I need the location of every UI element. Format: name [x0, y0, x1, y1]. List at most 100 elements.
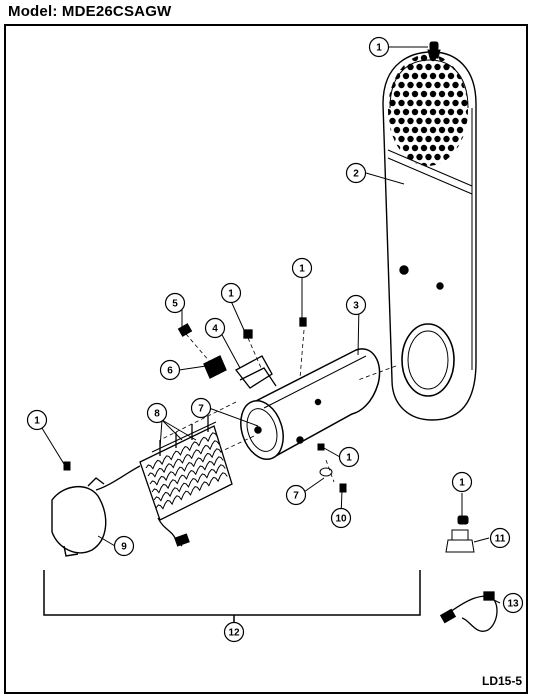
callout-circle: [451, 471, 473, 493]
grille-hole: [420, 90, 428, 98]
grille-hole: [411, 144, 419, 152]
grille-hole: [416, 99, 423, 107]
model-label: Model:: [8, 3, 58, 20]
callout-circle: [220, 282, 242, 304]
grille-hole: [434, 63, 441, 71]
grille-hole: [443, 63, 450, 71]
callout-number: 1: [376, 43, 382, 54]
callout-number: 8: [154, 409, 160, 420]
thermostat-bracket: [177, 317, 307, 389]
grille-hole: [443, 135, 450, 143]
grille-hole: [411, 126, 419, 134]
callout-6: 6: [159, 359, 181, 381]
grille-hole: [447, 144, 455, 152]
wire-harness: [439, 591, 498, 632]
grille-hole: [416, 153, 423, 161]
callout-1: 1: [338, 446, 360, 468]
heater-duct: [382, 51, 477, 421]
grille-hole: [393, 90, 401, 98]
callout-circle: [489, 527, 511, 549]
grille-hole: [461, 117, 468, 125]
callout-number: 12: [228, 628, 240, 639]
grille-hole: [402, 126, 410, 134]
grille-hole: [425, 153, 432, 161]
grille-hole: [429, 144, 437, 152]
grille-hole: [393, 54, 401, 62]
grille-hole: [425, 99, 432, 107]
callout-7: 7: [285, 484, 307, 506]
callout-number: 1: [34, 416, 40, 427]
grille-hole: [434, 135, 441, 143]
page-code: LD15-5: [481, 674, 522, 688]
heater-shield: [51, 477, 107, 557]
grille-hole: [447, 72, 455, 80]
grille-hole: [398, 117, 405, 125]
callout-circle: [285, 484, 307, 506]
grille-hole: [407, 81, 414, 89]
grille-hole: [402, 144, 410, 152]
group-bracket: [43, 570, 421, 622]
grille-hole: [447, 126, 455, 134]
grille-hole: [398, 135, 405, 143]
callout-circle: [26, 409, 48, 431]
grille-hole: [411, 72, 419, 80]
small-hardware: [63, 41, 475, 553]
grille-hole: [389, 99, 396, 107]
callout-circle: [164, 292, 186, 314]
callout-number: 2: [353, 169, 359, 180]
grille-hole: [443, 117, 450, 125]
callout-1: 1: [368, 36, 390, 58]
callout-number: 1: [228, 289, 234, 300]
grille-hole: [407, 117, 414, 125]
grille-hole: [425, 81, 432, 89]
grille-hole: [461, 99, 468, 107]
heater-coil: [149, 448, 222, 486]
callout-number: 1: [459, 478, 465, 489]
callout-circle: [338, 446, 360, 468]
grille-hole: [452, 117, 459, 125]
grille-hole: [447, 90, 455, 98]
grille-hole: [434, 117, 441, 125]
grille-hole: [438, 144, 446, 152]
callout-number: 11: [495, 534, 506, 545]
grille-hole: [407, 135, 414, 143]
callout-number: 6: [167, 366, 173, 377]
grille-hole: [420, 72, 428, 80]
grille-hole: [425, 135, 432, 143]
callout-number: 9: [121, 542, 127, 553]
grille-hole: [429, 126, 437, 134]
callout-9: 9: [113, 535, 135, 557]
callout-number: 5: [172, 299, 178, 310]
grille-hole: [393, 126, 401, 134]
grille-hole: [388, 108, 392, 116]
callout-number: 1: [346, 453, 352, 464]
grille-hole: [456, 90, 464, 98]
grille-hole: [438, 108, 446, 116]
grille-hole: [438, 90, 446, 98]
grille-hole: [402, 108, 410, 116]
callout-13: 13: [502, 592, 524, 614]
heater-coil: [147, 440, 220, 478]
grille-hole: [420, 144, 428, 152]
grille-hole: [443, 81, 450, 89]
callout-2: 2: [345, 162, 367, 184]
callout-circle: [502, 592, 524, 614]
grille-hole: [443, 99, 450, 107]
callout-12: 12: [223, 621, 245, 643]
grille-hole: [407, 99, 414, 107]
diagram-frame: [4, 24, 528, 694]
grille-hole: [402, 72, 410, 80]
grille-hole: [402, 90, 410, 98]
grille-hole: [411, 108, 419, 116]
callout-circle: [204, 317, 226, 339]
callout-10: 10: [330, 507, 352, 529]
heater-coil: [155, 472, 228, 510]
callout-number: 1: [299, 264, 305, 275]
grille-hole: [407, 63, 414, 71]
callout-circle: [146, 402, 168, 424]
grille-hole: [429, 108, 437, 116]
grille-hole: [416, 81, 423, 89]
grille-hole: [438, 72, 446, 80]
